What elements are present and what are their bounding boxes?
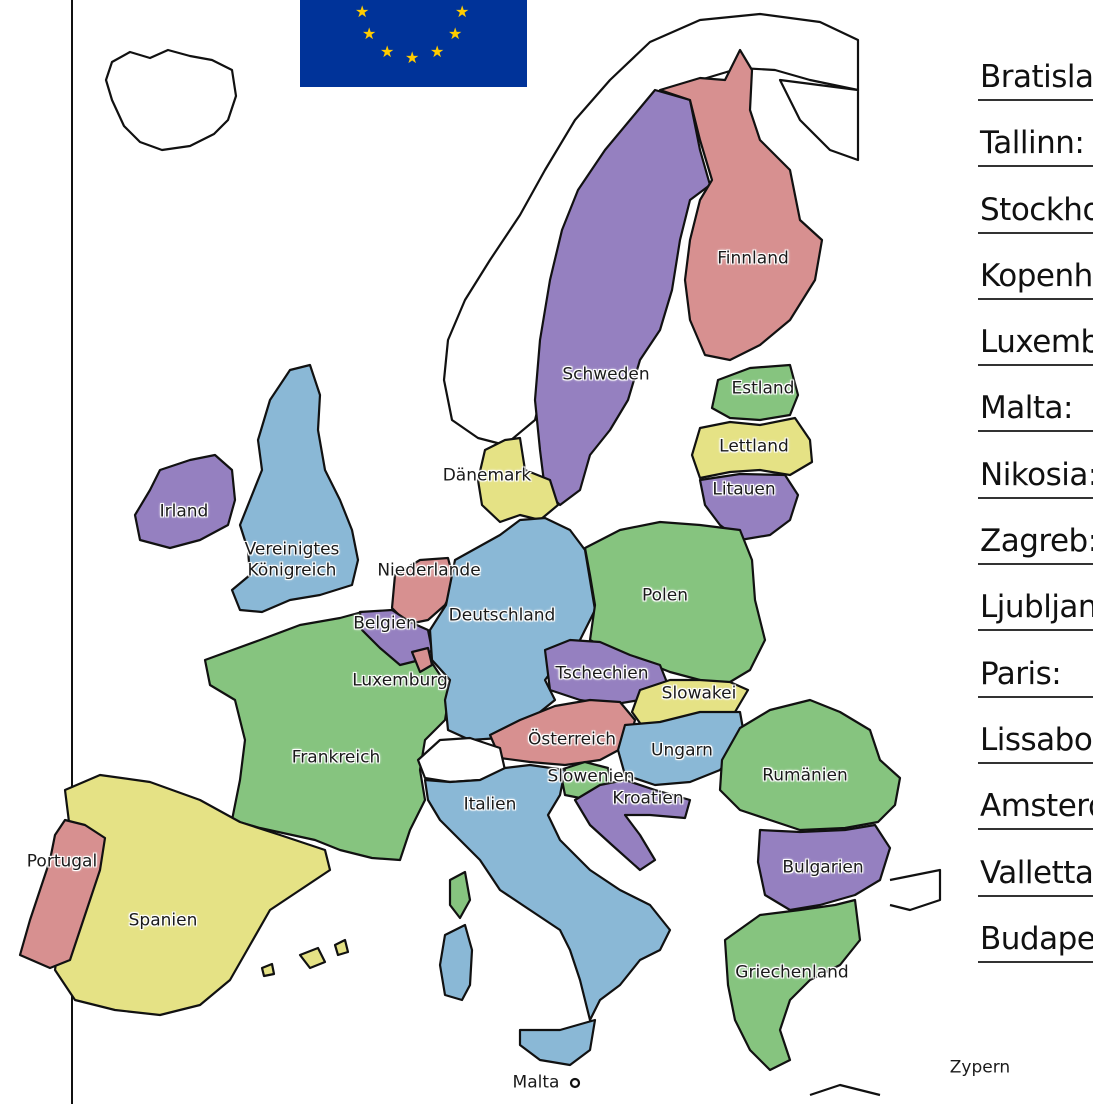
capital-row: Zagreb:	[978, 509, 1093, 566]
label-deutschland: Deutschland	[448, 605, 556, 626]
finland	[658, 48, 824, 362]
capital-row: Nikosia:	[978, 443, 1093, 499]
label-zypern: Zypern	[949, 1057, 1011, 1078]
label-luxemburg: Luxemburg	[352, 670, 448, 691]
label-bulgarien: Bulgarien	[782, 857, 864, 878]
latvia	[690, 416, 814, 480]
capital-label: Amsterdam:	[980, 788, 1093, 825]
flag-star-icon: ★	[362, 24, 377, 43]
portugal	[18, 818, 107, 970]
capital-row: Stockholm:	[978, 178, 1093, 234]
sardinia	[438, 923, 474, 1002]
corsica	[448, 870, 472, 920]
label-malta: Malta	[512, 1072, 560, 1093]
capital-row: Luxemburg:	[978, 310, 1093, 367]
capital-label: Ljubljana:	[980, 589, 1093, 626]
capital-label: Budapest:	[980, 920, 1093, 957]
flag-star-icon: ★	[380, 42, 395, 61]
capital-row: Paris:	[978, 642, 1093, 698]
label-belgien: Belgien	[353, 613, 417, 634]
label-rumaenien: Rumänien	[762, 765, 848, 786]
margin-line	[71, 0, 73, 1104]
capital-label: Malta:	[980, 390, 1073, 427]
croatia	[573, 778, 692, 872]
capital-label: Kopenhagen:	[980, 257, 1093, 294]
label-estland: Estland	[731, 378, 795, 399]
label-slowenien: Slowenien	[547, 766, 635, 787]
europe-map	[18, 12, 960, 1097]
label-irland: Irland	[159, 501, 209, 522]
capital-row: Lissabon:	[978, 708, 1093, 764]
poland	[583, 520, 767, 687]
label-frankreich: Frankreich	[291, 747, 381, 768]
denmark	[476, 436, 560, 524]
bulgaria	[756, 823, 892, 912]
luxembourg	[410, 646, 434, 674]
capital-label: Valletta:	[980, 854, 1093, 891]
united-kingdom	[230, 363, 360, 614]
label-kroatien: Kroatien	[612, 788, 684, 809]
label-daenemark: Dänemark	[442, 465, 532, 486]
sweden	[533, 88, 712, 507]
iceland	[104, 48, 238, 152]
capital-label: Lissabon:	[980, 721, 1093, 758]
label-vk-line2: Königreich	[247, 560, 337, 581]
capital-label: Tallinn:	[980, 125, 1085, 162]
capital-list: Bratislava: Tallinn: Stockholm: Kopenhagen:…	[978, 45, 1093, 973]
estonia	[710, 363, 800, 422]
capital-label: Paris:	[980, 655, 1062, 692]
label-schweden: Schweden	[562, 364, 650, 385]
label-vk-line1: Vereinigtes	[244, 539, 340, 560]
eu-flag: ★★★★★★★	[300, 0, 527, 87]
capital-row: Valletta:	[978, 841, 1093, 897]
italy	[423, 763, 672, 1022]
label-oesterreich: Österreich	[528, 729, 616, 750]
flag-star-icon: ★	[355, 2, 370, 21]
capital-row: Budapest:	[978, 907, 1093, 963]
capital-label: Nikosia:	[980, 456, 1093, 493]
capital-label: Stockholm:	[980, 191, 1093, 228]
greece	[723, 898, 862, 1072]
north-africa-coast	[809, 1083, 881, 1097]
label-slowakei: Slowakei	[661, 683, 737, 704]
label-portugal: Portugal	[26, 851, 98, 872]
label-finnland: Finnland	[717, 248, 789, 269]
hungary	[616, 710, 747, 787]
sicily	[518, 1018, 597, 1067]
label-griechenland: Griechenland	[735, 962, 849, 983]
capital-label: Bratislava:	[980, 59, 1093, 95]
flag-star-icon: ★	[405, 48, 420, 67]
romania	[718, 698, 902, 832]
capital-row: Kopenhagen:	[978, 244, 1093, 300]
label-tschechien: Tschechien	[555, 663, 649, 684]
label-ungarn: Ungarn	[651, 740, 713, 761]
label-italien: Italien	[463, 794, 517, 815]
label-lettland: Lettland	[719, 436, 789, 457]
label-litauen: Litauen	[712, 479, 776, 500]
russia-north	[778, 78, 860, 162]
lithuania	[698, 472, 800, 542]
label-spanien: Spanien	[128, 910, 198, 931]
capital-row: Malta:	[978, 376, 1093, 433]
turkey-coast	[889, 868, 942, 912]
balearic-islands	[260, 938, 350, 978]
flag-star-icon: ★	[430, 42, 445, 61]
label-niederlande: Niederlande	[377, 560, 481, 581]
flag-star-icon: ★	[455, 2, 470, 21]
france	[203, 610, 452, 862]
ireland	[133, 453, 237, 550]
capital-label: Zagreb:	[980, 523, 1093, 560]
capital-row: Tallinn:	[978, 111, 1093, 168]
capital-row: Ljubljana:	[978, 575, 1093, 632]
label-polen: Polen	[641, 585, 689, 606]
capital-row: Bratislava:	[978, 45, 1093, 101]
malta-island	[569, 1077, 581, 1089]
capital-label: Luxemburg:	[980, 324, 1093, 361]
capital-row: Amsterdam:	[978, 774, 1093, 831]
flag-star-icon: ★	[448, 24, 463, 43]
